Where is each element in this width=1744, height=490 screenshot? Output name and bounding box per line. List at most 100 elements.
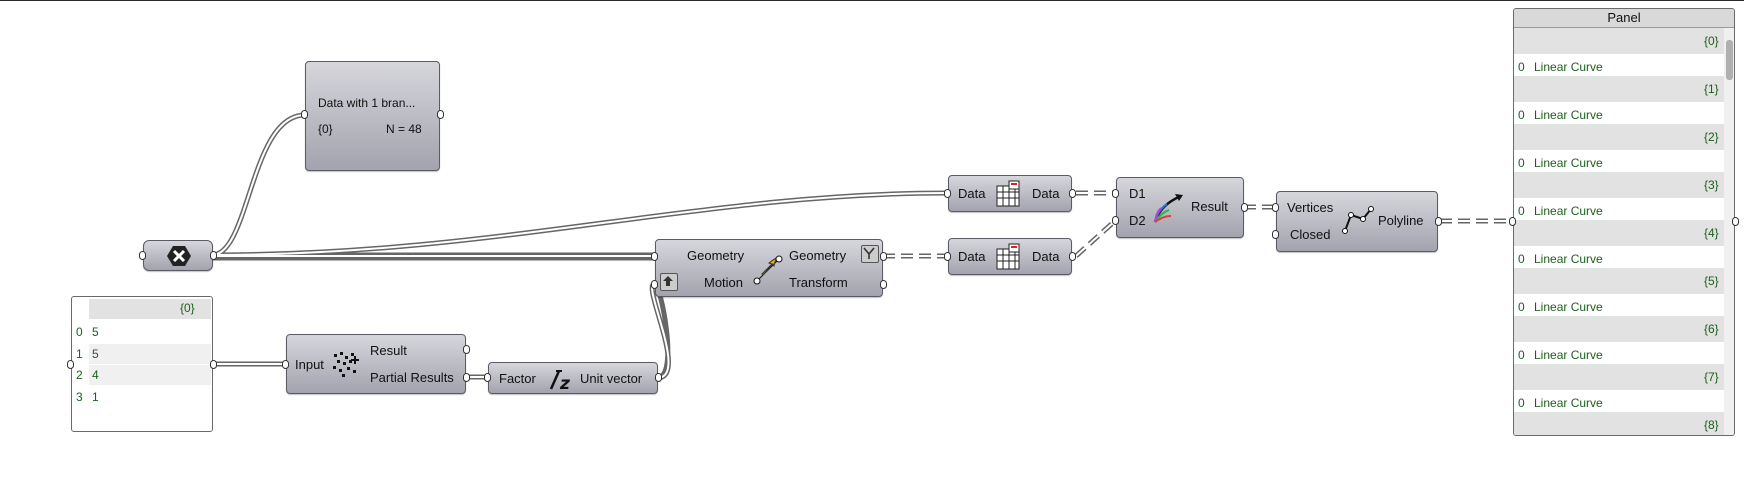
panel-branch-6: {6} [1704,322,1719,336]
polyline-component[interactable]: Vertices Closed Polyline [1276,191,1438,252]
unitz-input-label: Factor [499,371,536,386]
panel-value-3: Linear Curve [1534,204,1603,218]
panel-title: Panel [1514,9,1734,28]
move-motion-input-port[interactable] [651,280,658,289]
polyline-output-port[interactable] [1435,217,1442,226]
mass-addition-component[interactable]: Input Result Partial Results [286,334,466,394]
panel-branch-2: {2} [1704,130,1719,144]
viewer-input-port[interactable] [301,110,308,119]
flatten-top-input-label: Data [958,186,986,201]
move-geometry-output-port[interactable] [880,252,887,261]
list-index-1: 1 [76,347,83,361]
list-branch: {0} [180,301,195,315]
panel-value-7: Linear Curve [1534,396,1603,410]
panel-index-2: 0 [1518,156,1525,170]
weave-d1-label: D1 [1129,186,1146,201]
svg-text:z: z [559,374,570,393]
list-value-1: 5 [92,347,99,361]
flatten-bottom-output-port[interactable] [1069,252,1076,261]
panel-branch-1: {1} [1704,82,1719,96]
polyline-vertices-label: Vertices [1287,200,1334,215]
panel-input-port[interactable] [1509,217,1516,226]
unitz-output-port[interactable] [655,373,662,382]
mass-input-label: Input [295,357,324,372]
flatten-icon [996,180,1020,207]
panel-index-7: 0 [1518,396,1525,410]
panel-value-5: Linear Curve [1534,300,1603,314]
unit-z-component[interactable]: Factor z Unit vector [488,362,658,394]
list-index-0: 0 [76,325,83,339]
hexagon-output-port[interactable] [210,251,217,260]
move-icon [753,255,783,285]
output-panel[interactable]: Panel {0} 0 Linear Curve {1} 0 Linear Cu… [1513,8,1735,436]
move-transform-output-port[interactable] [880,280,887,289]
flatten-top-output-label: Data [1032,186,1060,201]
viewer-title: Data with 1 bran... [318,96,416,110]
move-motion-input-label: Motion [704,275,744,290]
list-value-3: 1 [92,390,99,404]
unitz-input-port[interactable] [484,373,491,382]
list-panel[interactable]: {0} 0 5 1 5 2 4 3 1 [71,296,213,432]
weave-component[interactable]: D1 D2 Result [1116,177,1244,238]
list-input-port[interactable] [67,360,74,369]
list-value-2: 4 [92,368,99,382]
panel-value-2: Linear Curve [1534,156,1603,170]
flatten-top-output-port[interactable] [1069,189,1076,198]
list-index-2: 2 [76,368,83,382]
list-output-port[interactable] [210,360,217,369]
viewer-output-port[interactable] [437,110,444,119]
polyline-output-label: Polyline [1378,213,1424,228]
panel-scrollbar-track[interactable] [1724,28,1734,435]
weave-result-label: Result [1191,199,1228,214]
weave-result-port[interactable] [1241,203,1248,212]
param-viewer-component[interactable]: Data with 1 bran... {0} N = 48 [305,61,440,171]
viewer-count: N = 48 [386,122,422,136]
panel-index-1: 0 [1518,108,1525,122]
panel-output-port[interactable] [1732,217,1739,226]
mass-partial-label: Partial Results [370,370,454,385]
panel-index-4: 0 [1518,252,1525,266]
flatten-bottom-component[interactable]: Data Data [948,238,1072,275]
panel-index-5: 0 [1518,300,1525,314]
weave-d2-label: D2 [1129,213,1146,228]
flatten-bottom-input-label: Data [958,249,986,264]
flatten-top-component[interactable]: Data Data [948,175,1072,212]
mass-input-port[interactable] [282,360,289,369]
panel-value-0: Linear Curve [1534,60,1603,74]
panel-index-6: 0 [1518,348,1525,362]
wire-hex-to-viewer [211,112,306,258]
hexagon-component[interactable] [143,240,213,271]
reparameterize-icon [660,273,678,291]
move-transform-output-label: Transform [789,275,848,290]
move-geometry-input-label: Geometry [687,248,745,263]
unit-z-icon: z [549,370,570,393]
flatten-bottom-input-port[interactable] [944,252,951,261]
panel-value-6: Linear Curve [1534,348,1603,362]
list-value-0: 5 [92,325,99,339]
weave-icon [1153,194,1183,223]
move-geometry-output-label: Geometry [789,248,847,263]
flatten-bottom-output-label: Data [1032,249,1060,264]
mass-result-port[interactable] [463,345,470,354]
flatten-top-input-port[interactable] [944,189,951,198]
panel-rows: {0} 0 Linear Curve {1} 0 Linear Curve {2… [1514,28,1724,435]
panel-scrollbar-thumb[interactable] [1726,40,1733,80]
panel-branch-5: {5} [1704,274,1719,288]
polyline-closed-port[interactable] [1272,230,1279,239]
panel-branch-3: {3} [1704,178,1719,192]
polyline-vertices-port[interactable] [1272,203,1279,212]
hexagon-input-port[interactable] [139,251,146,260]
panel-value-4: Linear Curve [1534,252,1603,266]
flatten-icon [996,243,1020,270]
weave-d1-port[interactable] [1112,189,1119,198]
panel-index-3: 0 [1518,204,1525,218]
graft-icon [861,245,879,263]
canvas-border [0,0,1744,1]
mass-partial-port[interactable] [463,373,470,382]
panel-branch-8: {8} [1704,418,1719,432]
move-geometry-input-port[interactable] [651,252,658,261]
weave-d2-port[interactable] [1112,216,1119,225]
polyline-icon [1342,206,1374,234]
move-component[interactable]: Geometry Motion Geometry Transform [655,239,883,297]
list-index-3: 3 [76,390,83,404]
